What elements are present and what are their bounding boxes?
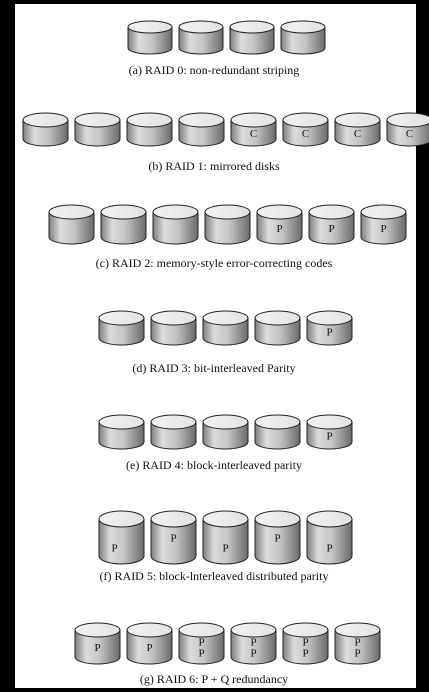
disk-icon: C: [230, 112, 277, 147]
disk-label: P: [302, 648, 308, 660]
disk-icon: P: [256, 204, 303, 245]
disk-label: P: [222, 543, 228, 555]
disk-icon: [280, 20, 326, 55]
disk-icon: [204, 204, 251, 245]
disk-icon: P: [254, 510, 301, 565]
disk-label: P: [302, 637, 308, 649]
disk-icon: [98, 310, 145, 346]
disk-icon: C: [386, 112, 429, 147]
disk-label: P: [354, 637, 360, 649]
disk-label: P: [326, 327, 332, 339]
disk-icon: PP: [178, 622, 225, 665]
disk-icon: P: [308, 204, 355, 245]
disk-icon: C: [334, 112, 381, 147]
disk-label: C: [406, 128, 413, 140]
disk-icon: P: [202, 510, 249, 565]
raid-caption: (f) RAID 5: block-lnterleaved distribute…: [100, 569, 329, 583]
disk-icon: [127, 20, 173, 55]
disk-icon: [22, 112, 69, 147]
disk-icon: [126, 112, 173, 147]
disk-icon: PP: [334, 622, 381, 665]
disk-label: P: [326, 543, 332, 555]
disk-icon: P: [306, 414, 353, 450]
disk-label: P: [146, 642, 152, 654]
disk-label: C: [250, 128, 257, 140]
disk-icon: P: [306, 310, 353, 346]
disk-label: P: [354, 648, 360, 660]
disk-icon: P: [98, 510, 145, 565]
disk-label: P: [276, 223, 282, 235]
disk-label: P: [170, 533, 176, 545]
disk-label: P: [94, 642, 100, 654]
disk-icon: P: [74, 622, 121, 665]
raid-caption: (b) RAID 1: mirrored disks: [148, 159, 280, 173]
raid-row-3: P (d) RAID 3: bit-interleaved Parity: [98, 310, 353, 375]
disk-label: P: [250, 637, 256, 649]
disk-icon: PP: [282, 622, 329, 665]
disk-label: P: [198, 648, 204, 660]
disk-icon: PP: [230, 622, 277, 665]
raid-caption: (d) RAID 3: bit-interleaved Parity: [132, 361, 295, 375]
disk-icon: [98, 414, 145, 450]
disk-icon: [100, 204, 147, 245]
disk-label: P: [250, 648, 256, 660]
disk-label: P: [111, 543, 117, 555]
raid-row-5: P P P P P (f) RAID 5: block-lnterleaved distr…: [98, 510, 353, 583]
disk-icon: [150, 310, 197, 346]
raid-caption: (a) RAID 0: non-redundant striping: [129, 63, 300, 77]
disk-label: P: [274, 533, 280, 545]
disk-label: P: [198, 637, 204, 649]
raid-caption: (e) RAID 4: block-interleaved parity: [126, 458, 302, 472]
disk-icon: P: [360, 204, 407, 245]
disk-label: P: [328, 223, 334, 235]
disk-icon: P: [306, 510, 353, 565]
disk-label: C: [302, 128, 309, 140]
disk-icon: C: [282, 112, 329, 147]
disk-label: P: [380, 223, 386, 235]
raid-row-0: (a) RAID 0: non-redundant striping: [127, 20, 326, 77]
raid-row-2: P P P (c) RAID 2: memory-style error-correc…: [48, 204, 407, 270]
disk-icon: [178, 112, 225, 147]
disk-icon: [229, 20, 275, 55]
raid-caption: (c) RAID 2: memory-style error-correctin…: [96, 256, 333, 270]
disk-icon: [254, 414, 301, 450]
disk-label: P: [326, 431, 332, 443]
disk-label: C: [354, 128, 361, 140]
raid-row-4: P (e) RAID 4: block-interleaved parity: [98, 414, 353, 472]
disk-icon: [178, 20, 224, 55]
disk-icon: [48, 204, 95, 245]
disk-icon: [202, 414, 249, 450]
disk-icon: [74, 112, 121, 147]
disk-icon: P: [150, 510, 197, 565]
raid-row-1: C C C C (b) RAID 1: mirrored disks: [22, 112, 429, 173]
disk-icon: [152, 204, 199, 245]
disk-icon: P: [126, 622, 173, 665]
disk-icon: [254, 310, 301, 346]
disk-icon: [202, 310, 249, 346]
raid-caption: (g) RAID 6: P + Q redundancy: [140, 672, 288, 686]
disk-icon: [150, 414, 197, 450]
